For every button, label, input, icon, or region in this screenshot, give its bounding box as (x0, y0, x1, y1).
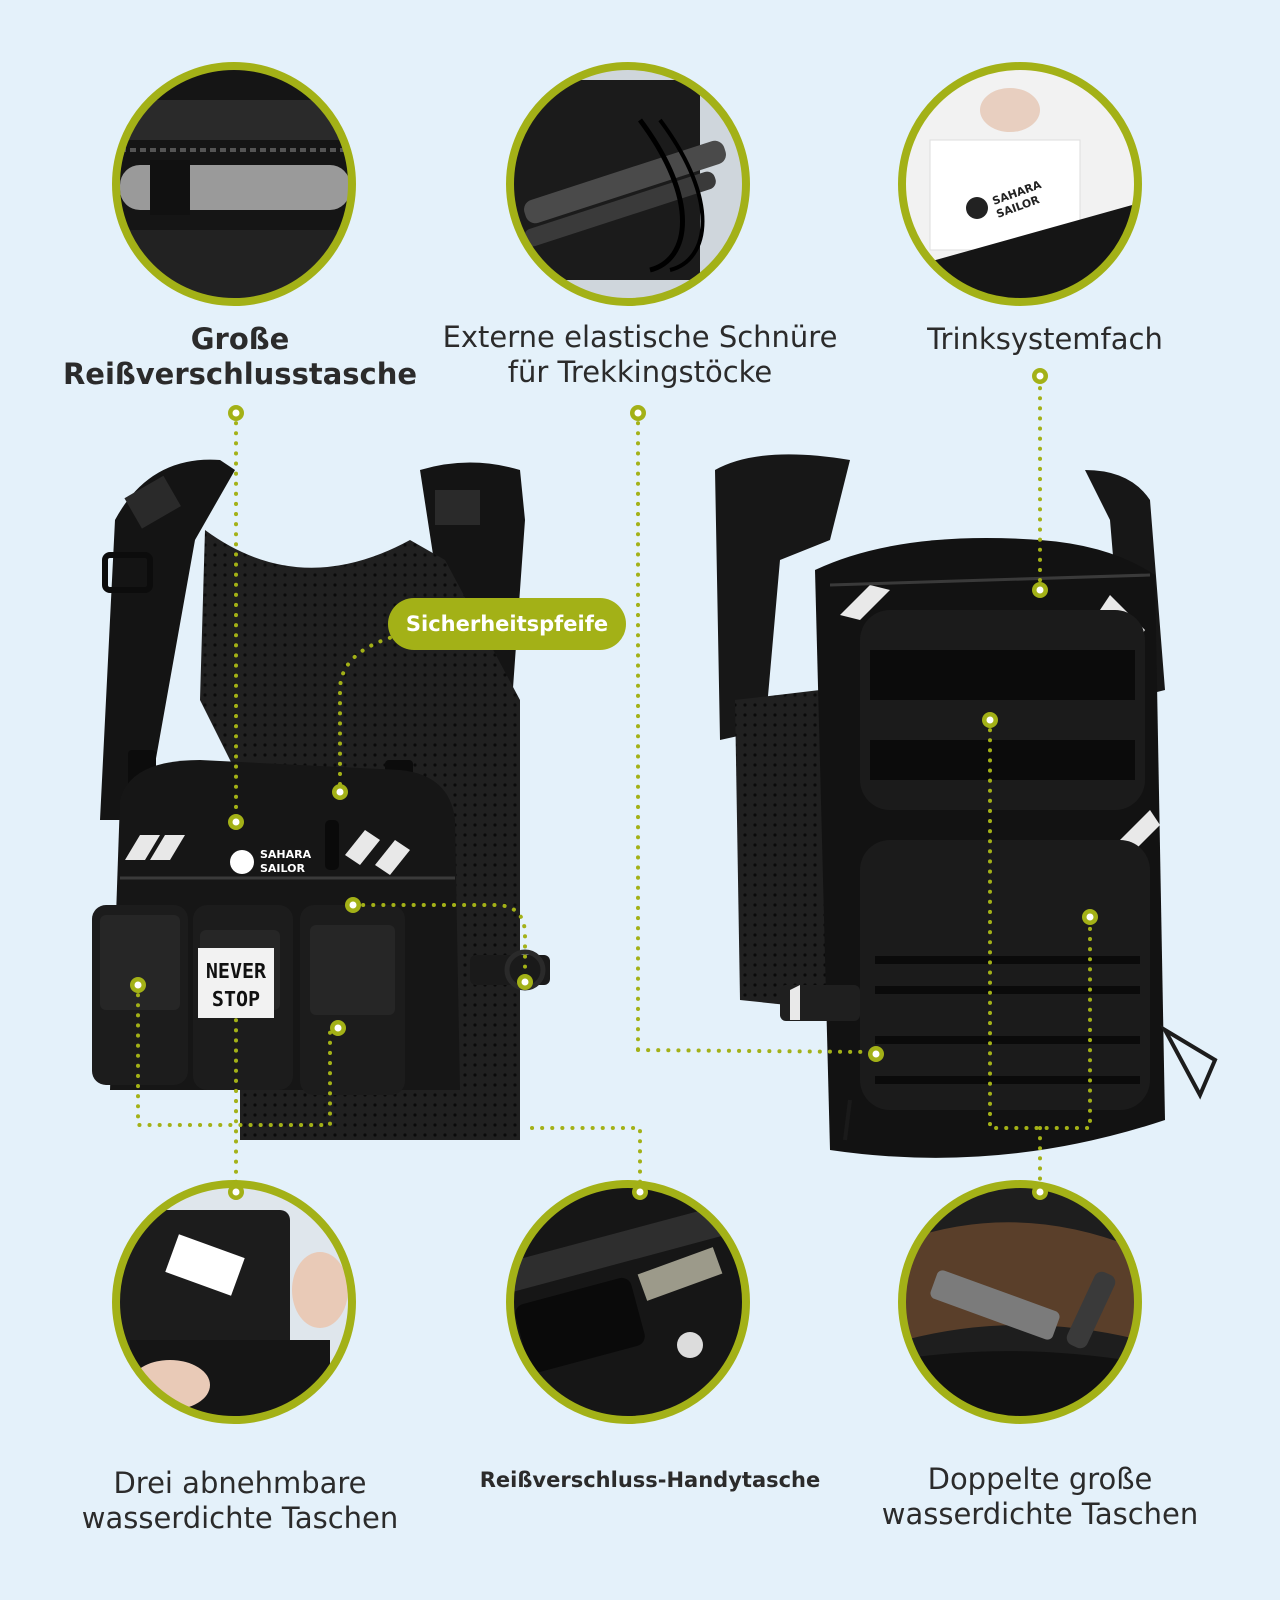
label-line: für Trekkingstöcke (507, 354, 773, 389)
label-trekking-cords: Externe elastische Schnüre für Trekkings… (420, 320, 860, 390)
label-line: Doppelte große (927, 1462, 1153, 1496)
double-pockets-photo (898, 1180, 1142, 1424)
zipper-pocket-photo (112, 62, 356, 306)
vest-back-view (715, 454, 1218, 1158)
phone-pocket-photo (506, 1180, 750, 1424)
label-line: Trinksystemfach (927, 322, 1163, 356)
label-line: wasserdichte Taschen (81, 1500, 399, 1535)
label-phone-pocket: Reißverschluss-Handytasche (460, 1468, 840, 1493)
svg-text:STOP: STOP (212, 987, 260, 1011)
vest-front-view (92, 459, 550, 1140)
svg-text:NEVER: NEVER (206, 959, 267, 983)
label-line: Drei abnehmbare (113, 1466, 367, 1500)
label-hydration: Trinksystemfach (880, 322, 1210, 357)
svg-text:SAHARA: SAHARA (260, 848, 312, 861)
label-line: Reißverschlusstasche (62, 356, 418, 391)
detachable-pouches-photo (112, 1180, 356, 1424)
svg-text:SAILOR: SAILOR (260, 862, 305, 875)
brand-logo: SAHARA SAILOR (230, 848, 312, 875)
hydration-compartment-photo: SAHARA SAILOR (898, 62, 1142, 306)
label-line: Reißverschluss-Handytasche (479, 1468, 821, 1492)
label-double-pockets: Doppelte große wasserdichte Taschen (850, 1462, 1230, 1532)
trekking-poles-photo (506, 62, 750, 306)
label-line: Große (190, 322, 290, 356)
label-line: Externe elastische Schnüre (442, 320, 838, 354)
never-stop-patch: NEVER STOP (198, 948, 274, 1018)
label-detachable-pouches: Drei abnehmbare wasserdichte Taschen (40, 1466, 440, 1536)
label-zipper-pocket: Große Reißverschlusstasche (40, 322, 440, 392)
label-line: wasserdichte Taschen (881, 1496, 1199, 1531)
label-safety-whistle: Sicherheitspfeife (388, 598, 626, 650)
